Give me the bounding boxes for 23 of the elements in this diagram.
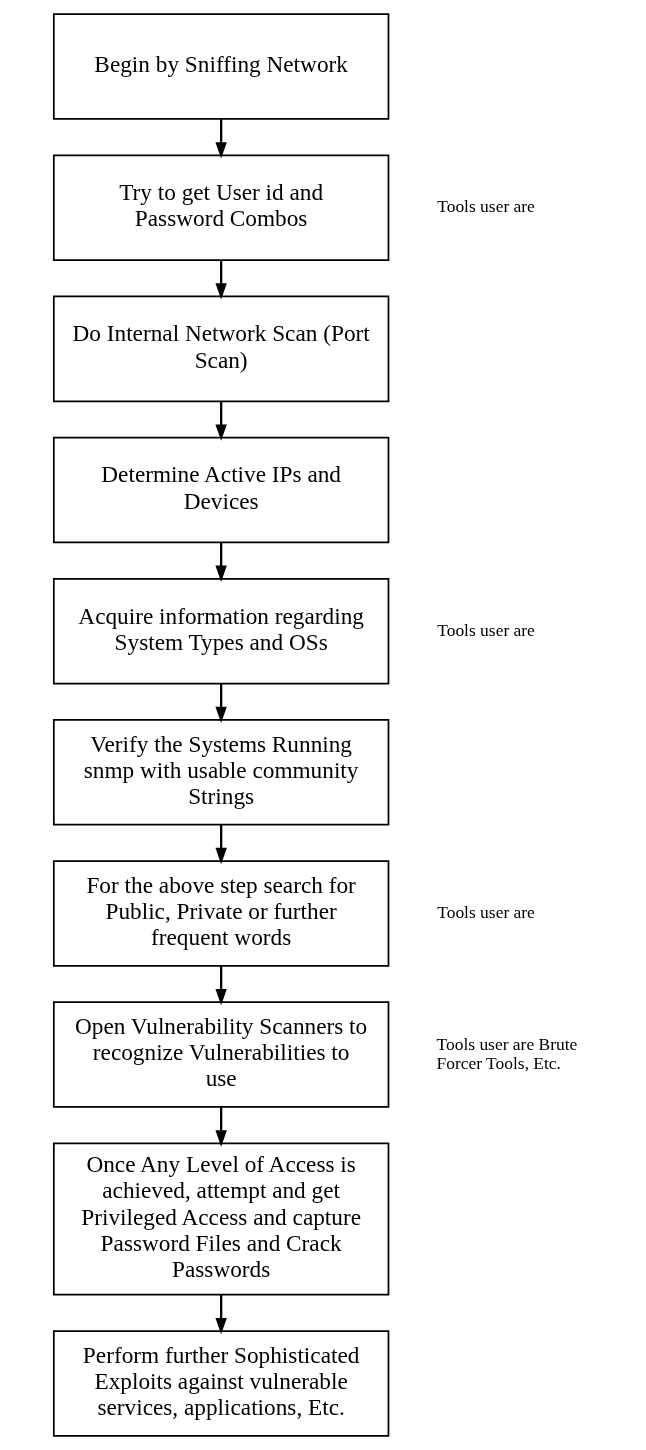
arrow — [215, 683, 227, 724]
node-label: Tools user are Brute Forcer Tools, Etc. — [436, 1033, 578, 1073]
node-box: Open Vulnerability Scanners to recognize Vulnerabilities to use — [52, 1001, 390, 1108]
arrow — [215, 119, 227, 159]
node-box: Begin by Sniffing Network — [52, 13, 390, 120]
arrow — [215, 260, 227, 300]
node-label: Tools user are — [437, 619, 535, 640]
node-box: For the above step search for Public, Private or further frequent words — [52, 860, 390, 967]
arrow — [215, 824, 227, 865]
node-box: Once Any Level of Access is achieved, attempt and get Privileged Access and capture Password Files and Crack Passwords — [52, 1142, 390, 1296]
node-box: Try to get User id and Password Combos — [52, 154, 390, 261]
arrow — [215, 401, 227, 441]
node-box: Perform further Sophisticated Exploits against vulnerable services, applications, Etc. — [52, 1330, 390, 1437]
node-box: Acquire information regarding System Types and OSs — [52, 577, 390, 685]
node-box: Verify the Systems Running snmp with usable community Strings — [52, 719, 390, 826]
node-box: Determine Active IPs and Devices — [52, 436, 390, 544]
node-label: Tools user are — [437, 901, 535, 922]
arrow — [215, 965, 227, 1006]
node-label: Tools user are — [437, 196, 535, 217]
arrow — [215, 1295, 227, 1335]
arrow — [215, 542, 227, 582]
arrow — [215, 1107, 227, 1147]
node-box: Do Internal Network Scan (Port Scan) — [52, 295, 390, 403]
